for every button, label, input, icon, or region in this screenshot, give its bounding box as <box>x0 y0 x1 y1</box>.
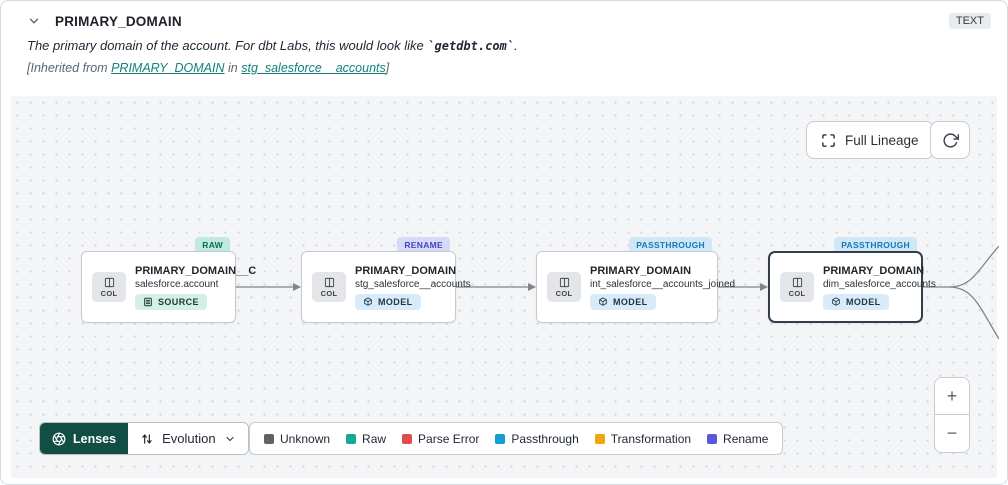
edge-type-legend: Unknown Raw Parse Error Passthrough Tran… <box>249 422 784 455</box>
model-icon <box>599 296 607 306</box>
inline-code: `getdbt.com` <box>427 39 515 53</box>
chevron-down-icon <box>225 436 234 441</box>
legend-swatch <box>707 433 718 444</box>
fullscreen-icon <box>822 133 835 147</box>
node-model-name: stg_salesforce__accounts <box>355 278 471 290</box>
inherited-column-link[interactable]: PRIMARY_DOMAIN <box>111 61 225 75</box>
legend-swatch <box>346 433 357 444</box>
legend-item: Parse Error <box>402 432 479 446</box>
lineage-node-dim-salesforce-accounts[interactable]: PASSTHROUGH COL PRIMARY_DOMAIN dim_sales… <box>768 237 936 323</box>
node-model-name: salesforce.account <box>135 278 219 290</box>
node-column-name: PRIMARY_DOMAIN <box>590 264 692 277</box>
columns-icon <box>104 277 114 288</box>
column-chip: COL <box>92 272 126 302</box>
node-column-name: PRIMARY_DOMAIN__C <box>135 264 257 277</box>
column-chip: COL <box>780 272 814 302</box>
zoom-controls: + − <box>934 377 970 453</box>
source-icon <box>144 297 152 306</box>
lineage-canvas[interactable]: Full Lineage RAW COL PRIMARY_DOMAIN__C s… <box>11 96 999 478</box>
refresh-icon <box>942 132 959 148</box>
refresh-button[interactable] <box>930 121 970 159</box>
zoom-out-button[interactable]: − <box>935 415 969 452</box>
lens-controls: Lenses Evolution <box>39 422 249 455</box>
full-lineage-button[interactable]: Full Lineage <box>806 121 934 159</box>
collapse-chevron-icon[interactable] <box>27 14 41 28</box>
node-model-name: int_salesforce__accounts_joined <box>590 278 736 290</box>
legend-item: Raw <box>346 432 386 446</box>
resource-type-chip: SOURCE <box>135 293 207 310</box>
legend-swatch <box>495 433 506 444</box>
node-column-name: PRIMARY_DOMAIN <box>355 264 457 277</box>
column-title: PRIMARY_DOMAIN <box>55 13 182 29</box>
zoom-in-button[interactable]: + <box>935 378 969 415</box>
inherited-from-note: [Inherited from PRIMARY_DOMAIN in stg_sa… <box>27 61 390 75</box>
lineage-edges <box>236 245 999 340</box>
legend-item: Rename <box>707 432 768 446</box>
column-header: PRIMARY_DOMAIN TEXT The primary domain o… <box>1 1 1007 83</box>
legend-swatch <box>264 433 274 444</box>
lineage-node-salesforce-account[interactable]: RAW COL PRIMARY_DOMAIN__C salesforce.acc… <box>81 237 256 323</box>
legend-swatch <box>402 433 413 444</box>
legend-item: Transformation <box>594 432 691 446</box>
lenses-button[interactable]: Lenses <box>40 423 129 454</box>
data-type-badge: TEXT <box>948 13 991 29</box>
columns-icon <box>559 277 569 288</box>
column-chip: COL <box>312 272 346 302</box>
resource-type-chip: MODEL <box>590 293 656 310</box>
lineage-node-int-salesforce-accounts-joined[interactable]: PASSTHROUGH COL PRIMARY_DOMAIN int_sales… <box>536 237 735 323</box>
column-chip: COL <box>547 272 581 302</box>
inherited-model-link[interactable]: stg_salesforce__accounts <box>241 61 386 75</box>
aperture-icon <box>52 432 66 445</box>
model-icon <box>364 296 372 306</box>
lens-dropdown[interactable]: Evolution <box>128 423 248 454</box>
legend-item: Unknown <box>264 432 330 446</box>
resource-type-chip: MODEL <box>823 293 889 310</box>
legend-swatch <box>594 433 605 444</box>
resource-type-chip: MODEL <box>355 293 421 310</box>
columns-icon <box>324 277 334 288</box>
legend-item: Passthrough <box>495 432 579 446</box>
node-model-name: dim_salesforce_accounts <box>823 278 936 290</box>
lineage-node-stg-salesforce-accounts[interactable]: RENAME COL PRIMARY_DOMAIN stg_salesforce… <box>301 237 471 323</box>
evolution-icon <box>142 433 152 444</box>
node-column-name: PRIMARY_DOMAIN <box>823 264 925 277</box>
column-description: The primary domain of the account. For d… <box>27 38 518 53</box>
model-icon <box>832 296 840 306</box>
columns-icon <box>792 277 802 288</box>
